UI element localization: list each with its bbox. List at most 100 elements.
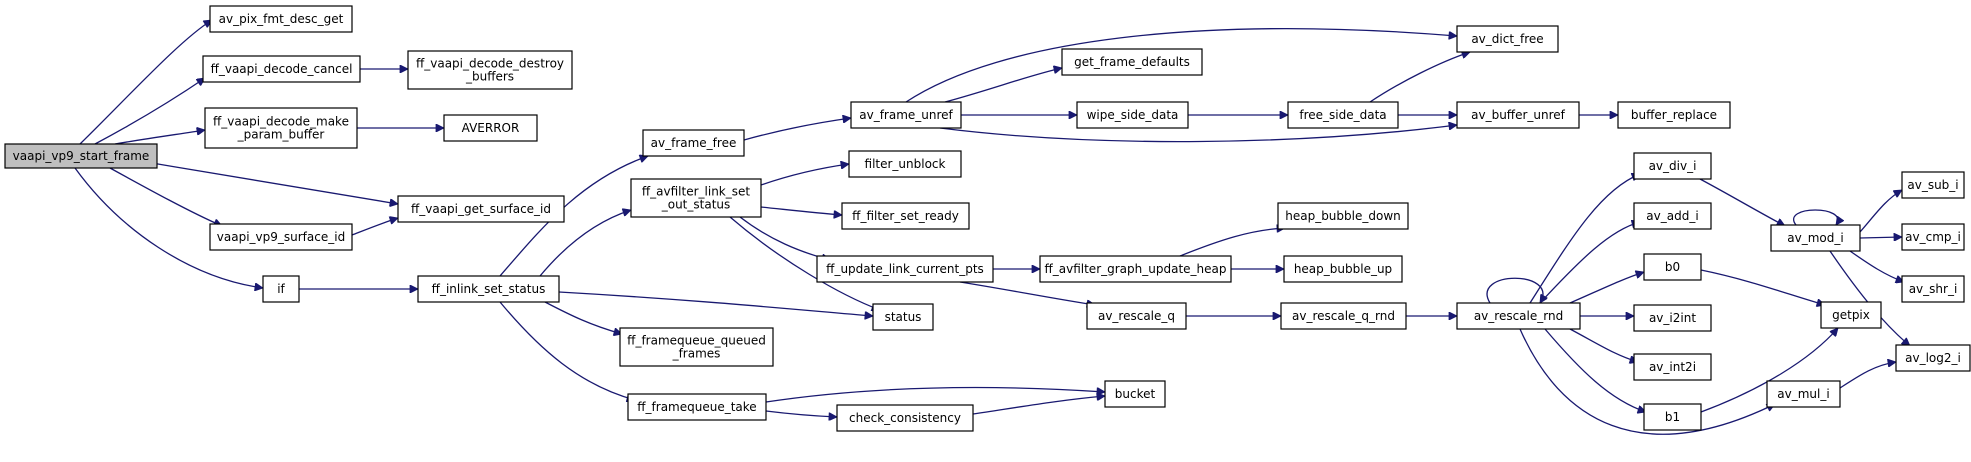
edge-av-rescale-rnd-to-b0 bbox=[1569, 272, 1644, 304]
node-ff-framequeue-queued-frames[interactable]: ff_framequeue_queued_frames bbox=[619, 327, 774, 367]
node-box bbox=[1770, 224, 1861, 252]
node-av-rescale-q-rnd[interactable]: av_rescale_q_rnd bbox=[1280, 302, 1407, 330]
node-av-mod-i[interactable]: av_mod_i bbox=[1770, 224, 1861, 252]
node-label: ff_framequeue_take bbox=[637, 400, 756, 414]
node-label: get_frame_defaults bbox=[1074, 55, 1190, 69]
edge-av-mod-i-to-av-cmp-i bbox=[1859, 237, 1902, 238]
node-label: av_frame_unref bbox=[859, 108, 953, 122]
edge-av-rescale-rnd-to-av-rescale-rnd bbox=[1486, 277, 1543, 303]
node-label: status bbox=[885, 310, 922, 324]
edge-free-side-data-to-av-dict-free bbox=[1369, 52, 1470, 103]
node-av-buffer-unref[interactable]: av_buffer_unref bbox=[1456, 101, 1580, 129]
node-ff-framequeue-take[interactable]: ff_framequeue_take bbox=[627, 393, 767, 421]
node-getpix[interactable]: getpix bbox=[1820, 301, 1882, 329]
node-label: _frames bbox=[672, 347, 721, 361]
node-buffer-replace[interactable]: buffer_replace bbox=[1617, 101, 1731, 129]
node-ff-vaapi-decode-destroy-buffers[interactable]: ff_vaapi_decode_destroy_buffers bbox=[407, 50, 573, 90]
node-av-mul-i[interactable]: av_mul_i bbox=[1766, 380, 1841, 408]
node-box bbox=[836, 404, 974, 432]
node-label: ff_update_link_current_pts bbox=[826, 262, 984, 276]
edge-av-mod-i-to-av-mod-i bbox=[1792, 209, 1838, 225]
node-label: ff_inlink_set_status bbox=[432, 282, 546, 296]
node-vaapi-vp9-surface-id[interactable]: vaapi_vp9_surface_id bbox=[209, 223, 353, 251]
node-av-pix-fmt-desc-get[interactable]: av_pix_fmt_desc_get bbox=[209, 5, 353, 33]
edge-b0-to-getpix bbox=[1700, 269, 1825, 305]
node-status[interactable]: status bbox=[872, 303, 934, 331]
edge-av-mod-i-to-av-sub-i bbox=[1859, 189, 1902, 233]
edge-ff-framequeue-take-to-bucket bbox=[765, 386, 1105, 403]
node-box bbox=[619, 327, 774, 367]
node-check-consistency[interactable]: check_consistency bbox=[836, 404, 974, 432]
node-box bbox=[816, 255, 994, 283]
node-box bbox=[1277, 202, 1409, 230]
node-label: av_cmp_i bbox=[1905, 230, 1961, 244]
node-label: av_pix_fmt_desc_get bbox=[219, 12, 344, 26]
node-box bbox=[1061, 48, 1203, 76]
node-av-sub-i[interactable]: av_sub_i bbox=[1901, 171, 1965, 199]
node-box bbox=[1901, 171, 1965, 199]
edge-av-frame-unref-to-av-buffer-unref bbox=[939, 125, 1457, 143]
node-box bbox=[202, 55, 361, 83]
edge-ff-inlink-set-status-to-ff-framequeue-queued-frames bbox=[544, 301, 622, 334]
node-av-rescale-q[interactable]: av_rescale_q bbox=[1086, 302, 1187, 330]
node-label: vaapi_vp9_surface_id bbox=[217, 230, 345, 244]
node-label: av_mod_i bbox=[1787, 231, 1843, 245]
node-av-div-i[interactable]: av_div_i bbox=[1633, 152, 1712, 180]
node-ff-avfilter-graph-update-heap[interactable]: ff_avfilter_graph_update_heap bbox=[1039, 255, 1232, 283]
node-free-side-data[interactable]: free_side_data bbox=[1287, 101, 1399, 129]
node-ff-update-link-current-pts[interactable]: ff_update_link_current_pts bbox=[816, 255, 994, 283]
node-box bbox=[1617, 101, 1731, 129]
node-AVERROR[interactable]: AVERROR bbox=[443, 114, 538, 142]
node-label: ff_avfilter_link_set bbox=[642, 185, 750, 199]
node-box bbox=[1287, 101, 1399, 129]
node-box bbox=[397, 195, 565, 223]
edge-vaapi-vp9-start-frame-to-ff-vaapi-get-surface-id bbox=[151, 162, 398, 204]
node-av-log2-i[interactable]: av_log2_i bbox=[1895, 344, 1971, 372]
node-ff-vaapi-decode-cancel[interactable]: ff_vaapi_decode_cancel bbox=[202, 55, 361, 83]
node-b0[interactable]: b0 bbox=[1643, 253, 1702, 281]
node-av-dict-free[interactable]: av_dict_free bbox=[1456, 25, 1559, 53]
node-label: wipe_side_data bbox=[1087, 108, 1179, 122]
node-ff-inlink-set-status[interactable]: ff_inlink_set_status bbox=[417, 275, 560, 303]
node-av-frame-unref[interactable]: av_frame_unref bbox=[850, 101, 962, 129]
node-get-frame-defaults[interactable]: get_frame_defaults bbox=[1061, 48, 1203, 76]
node-ff-avfilter-link-set-out-status[interactable]: ff_avfilter_link_set_out_status bbox=[630, 178, 762, 218]
node-box bbox=[630, 178, 762, 218]
node-wipe-side-data[interactable]: wipe_side_data bbox=[1076, 101, 1189, 129]
node-av-shr-i[interactable]: av_shr_i bbox=[1901, 275, 1965, 303]
node-if[interactable]: if bbox=[262, 275, 300, 303]
node-vaapi-vp9-start-frame[interactable]: vaapi_vp9_start_frame bbox=[4, 143, 158, 169]
node-av-int2i[interactable]: av_int2i bbox=[1633, 353, 1712, 381]
node-heap-bubble-down[interactable]: heap_bubble_down bbox=[1277, 202, 1409, 230]
node-box bbox=[1280, 302, 1407, 330]
edge-vaapi-vp9-start-frame-to-vaapi-vp9-surface-id bbox=[109, 167, 222, 226]
node-box bbox=[1766, 380, 1841, 408]
node-av-frame-free[interactable]: av_frame_free bbox=[642, 129, 745, 157]
node-label: _out_status bbox=[661, 198, 731, 212]
node-label: heap_bubble_up bbox=[1294, 262, 1392, 276]
node-label: getpix bbox=[1832, 308, 1870, 322]
node-av-cmp-i[interactable]: av_cmp_i bbox=[1901, 223, 1965, 251]
node-av-i2int[interactable]: av_i2int bbox=[1633, 304, 1712, 332]
edge-av-rescale-rnd-to-av-add-i bbox=[1539, 222, 1640, 304]
node-ff-vaapi-decode-make-param-buffer[interactable]: ff_vaapi_decode_make_param_buffer bbox=[204, 107, 358, 149]
edge-vaapi-vp9-surface-id-to-ff-vaapi-get-surface-id bbox=[351, 218, 398, 236]
node-label: ff_framequeue_queued bbox=[627, 334, 766, 348]
edge-ff-avfilter-link-set-out-status-to-status bbox=[729, 216, 880, 310]
node-ff-filter-set-ready[interactable]: ff_filter_set_ready bbox=[841, 202, 970, 230]
node-label: b0 bbox=[1665, 260, 1680, 274]
node-b1[interactable]: b1 bbox=[1643, 403, 1702, 431]
node-bucket[interactable]: bucket bbox=[1104, 380, 1166, 408]
node-av-add-i[interactable]: av_add_i bbox=[1633, 202, 1712, 230]
edge-ff-framequeue-take-to-check-consistency bbox=[765, 410, 837, 417]
node-av-rescale-rnd[interactable]: av_rescale_rnd bbox=[1456, 302, 1581, 330]
node-label: av_int2i bbox=[1649, 360, 1696, 374]
node-ff-vaapi-get-surface-id[interactable]: ff_vaapi_get_surface_id bbox=[397, 195, 565, 223]
node-filter-unblock[interactable]: filter_unblock bbox=[848, 150, 962, 178]
node-box bbox=[1633, 202, 1712, 230]
node-box bbox=[1633, 353, 1712, 381]
node-heap-bubble-up[interactable]: heap_bubble_up bbox=[1283, 255, 1403, 283]
node-label: ff_filter_set_ready bbox=[852, 209, 959, 223]
node-box bbox=[1820, 301, 1882, 329]
node-label: av_frame_free bbox=[651, 136, 737, 150]
